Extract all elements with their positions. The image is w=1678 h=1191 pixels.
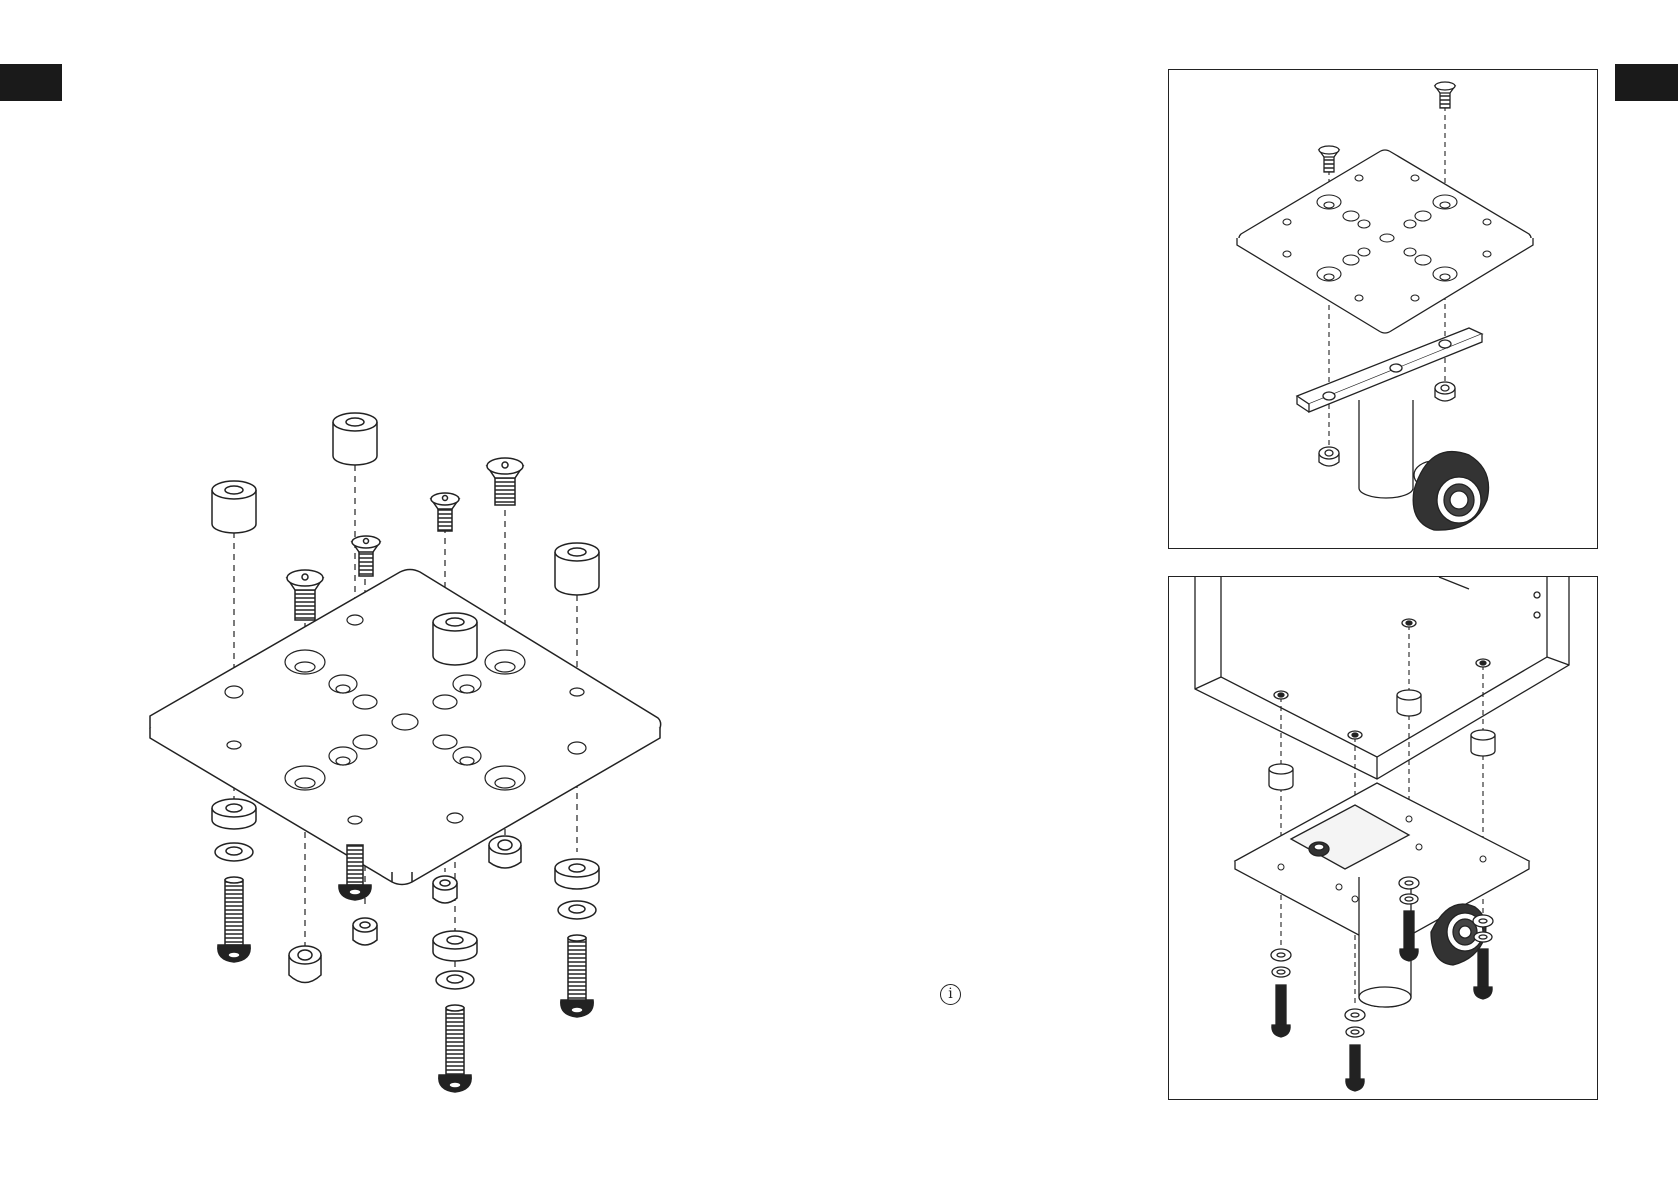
washer bbox=[1271, 949, 1291, 977]
spacer bbox=[333, 413, 377, 465]
lock-nut bbox=[489, 836, 521, 868]
right-page-tab bbox=[1615, 64, 1678, 101]
mounting-plate bbox=[150, 570, 661, 885]
button-head-bolt bbox=[1474, 949, 1492, 999]
spacer bbox=[1269, 764, 1293, 790]
plate-to-clamp-drawing bbox=[1169, 70, 1597, 548]
info-icon: i bbox=[940, 984, 961, 1005]
button-head-bolt bbox=[1346, 1045, 1364, 1091]
countersunk-screw bbox=[431, 493, 459, 531]
countersunk-screw bbox=[287, 570, 323, 620]
spacer bbox=[212, 799, 256, 829]
lock-nut bbox=[433, 876, 457, 903]
spacer bbox=[212, 481, 256, 533]
button-head-bolt bbox=[561, 935, 593, 1017]
adapter-plate bbox=[1237, 150, 1533, 333]
assembly-step-mount-to-enclosure bbox=[1168, 576, 1598, 1100]
button-head-bolt bbox=[218, 877, 250, 962]
exploded-plate-assembly-drawing bbox=[0, 0, 1160, 1191]
spacer bbox=[555, 859, 599, 889]
spacer bbox=[1471, 730, 1495, 756]
assembly-step-plate-to-clamp bbox=[1168, 69, 1598, 549]
washer bbox=[215, 843, 253, 861]
countersunk-screw bbox=[1435, 82, 1455, 108]
countersunk-screw bbox=[1319, 146, 1339, 172]
spacer bbox=[433, 931, 477, 961]
mount-to-enclosure-drawing bbox=[1169, 577, 1597, 1099]
clamp-knob bbox=[1413, 452, 1488, 531]
button-head-bolt bbox=[1272, 985, 1290, 1037]
countersunk-screw bbox=[487, 458, 523, 505]
washer bbox=[558, 901, 596, 919]
lock-nut bbox=[1319, 447, 1339, 466]
countersunk-screw bbox=[352, 536, 380, 576]
lock-nut bbox=[289, 946, 321, 983]
button-head-bolt bbox=[439, 1005, 471, 1092]
spacer bbox=[555, 543, 599, 595]
lock-nut bbox=[353, 918, 377, 945]
washer bbox=[1345, 1009, 1365, 1037]
washer bbox=[436, 971, 474, 989]
clamp-bar bbox=[1297, 328, 1482, 412]
spacer bbox=[433, 613, 477, 665]
spacer bbox=[1397, 690, 1421, 716]
enclosure bbox=[1195, 577, 1569, 779]
lock-nut bbox=[1435, 382, 1455, 401]
